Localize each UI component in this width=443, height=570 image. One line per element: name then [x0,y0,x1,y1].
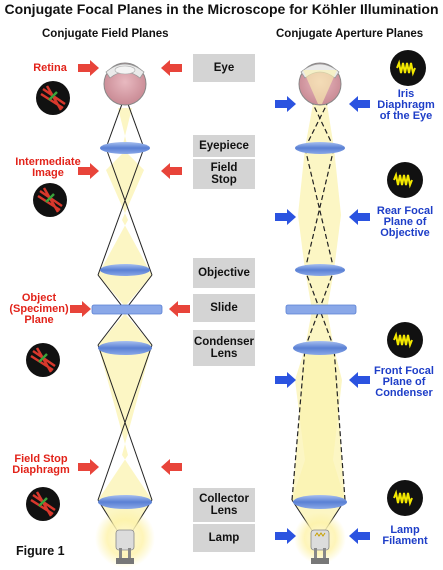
retina-label: Retina [33,62,67,74]
field-image-icon [36,81,70,115]
label-field-stop: Field Stop [193,159,255,189]
right-collector-lens [293,495,347,509]
field-plane-object: Object (Specimen) Plane [4,293,74,326]
blue-arrows [275,96,370,544]
label-slide-text: Slide [210,302,238,314]
right-objective-lens [295,264,345,276]
right-eye-icon [298,62,342,106]
label-eye-text: Eye [213,62,235,74]
lamp-filament-line2: Filament [382,535,428,547]
field-plane-intermediate-image: Intermediate Image [8,157,88,179]
label-eyepiece-text: Eyepiece [199,140,249,152]
arrow-right-icon [78,60,99,76]
right-slide [285,304,357,315]
front-focal-line2: Plane of [382,376,426,388]
arrow-right-icon [275,209,296,225]
label-field-stop-line1: Field [210,162,238,174]
left-eye-icon [103,62,147,106]
label-condenser-line2: Lens [210,348,238,360]
right-column-header: Conjugate Aperture Planes [276,28,424,40]
label-objective: Objective [193,258,255,288]
rear-focal-line2: Plane of [383,216,427,228]
left-condenser-lens [98,341,152,355]
aperture-plane-iris: Iris Diaphragm of the Eye [370,89,442,122]
arrow-right-icon [70,301,91,317]
arrow-left-icon [349,209,370,225]
arrow-left-icon [349,96,370,112]
field-stop-diaphragm-line1: Field Stop [14,453,68,465]
label-eyepiece: Eyepiece [193,135,255,157]
field-plane-retina: Retina [20,63,80,74]
left-eyepiece-lens [100,142,150,154]
arrow-left-icon [349,528,370,544]
left-slide [91,304,163,315]
figure-label: Figure 1 [16,544,65,558]
left-objective-lens [100,264,150,276]
arrow-right-icon [275,528,296,544]
red-arrows [70,60,190,475]
aperture-plane-front-focal: Front Focal Plane of Condenser [366,366,442,399]
arrow-left-icon [349,372,370,388]
label-field-stop-line2: Stop [211,174,237,186]
front-focal-line1: Front Focal [374,365,434,377]
arrow-right-icon [78,459,99,475]
diagram-title: Conjugate Focal Planes in the Microscope… [4,1,439,17]
filament-image-icon [390,50,426,86]
left-lamp-icon [95,508,155,568]
iris-line1: Iris [397,88,415,100]
arrow-right-icon [275,96,296,112]
label-lamp-text: Lamp [208,532,240,544]
filament-image-icon [387,322,423,358]
label-collector-line1: Collector [199,493,249,505]
arrow-right-icon [78,163,99,179]
rear-focal-line1: Rear Focal [376,205,434,217]
intermediate-image-line2: Image [32,167,64,179]
front-focal-line3: Condenser [375,387,433,399]
label-collector-line2: Lens [210,505,238,517]
iris-line3: of the Eye [379,110,433,122]
aperture-plane-lamp-filament: Lamp Filament [372,525,438,547]
object-line1: Object [21,292,57,304]
label-condenser-line1: Condenser [193,336,255,348]
lamp-filament-line1: Lamp [390,524,420,536]
label-slide: Slide [193,294,255,322]
label-eye: Eye [193,54,255,82]
field-stop-diaphragm-line2: Diaphragm [12,464,70,476]
arrow-right-icon [275,372,296,388]
filament-image-icon [387,162,423,198]
filament-image-icon [387,480,423,516]
right-eyepiece-lens [295,142,345,154]
label-lamp: Lamp [193,524,255,552]
label-collector-lens: Collector Lens [193,488,255,522]
left-column-header: Conjugate Field Planes [42,28,169,40]
object-line2: (Specimen) [9,303,69,315]
arrow-left-icon [161,60,182,76]
field-image-icon [26,487,60,521]
right-lamp-icon [294,512,346,564]
object-line3: Plane [24,314,54,326]
field-image-icon [26,343,60,377]
arrow-left-icon [161,459,182,475]
field-image-icon [33,183,67,217]
rear-focal-line3: Objective [380,227,430,239]
right-condenser-lens [293,341,347,355]
aperture-plane-rear-focal: Rear Focal Plane of Objective [368,206,442,239]
arrow-left-icon [169,301,190,317]
intermediate-image-line1: Intermediate [15,156,81,168]
iris-line2: Diaphragm [377,99,435,111]
label-condenser-lens: Condenser Lens [193,330,255,366]
arrow-left-icon [161,163,182,179]
left-collector-lens [98,495,152,509]
label-objective-text: Objective [198,267,250,279]
field-plane-field-stop-diaphragm: Field Stop Diaphragm [6,454,76,476]
